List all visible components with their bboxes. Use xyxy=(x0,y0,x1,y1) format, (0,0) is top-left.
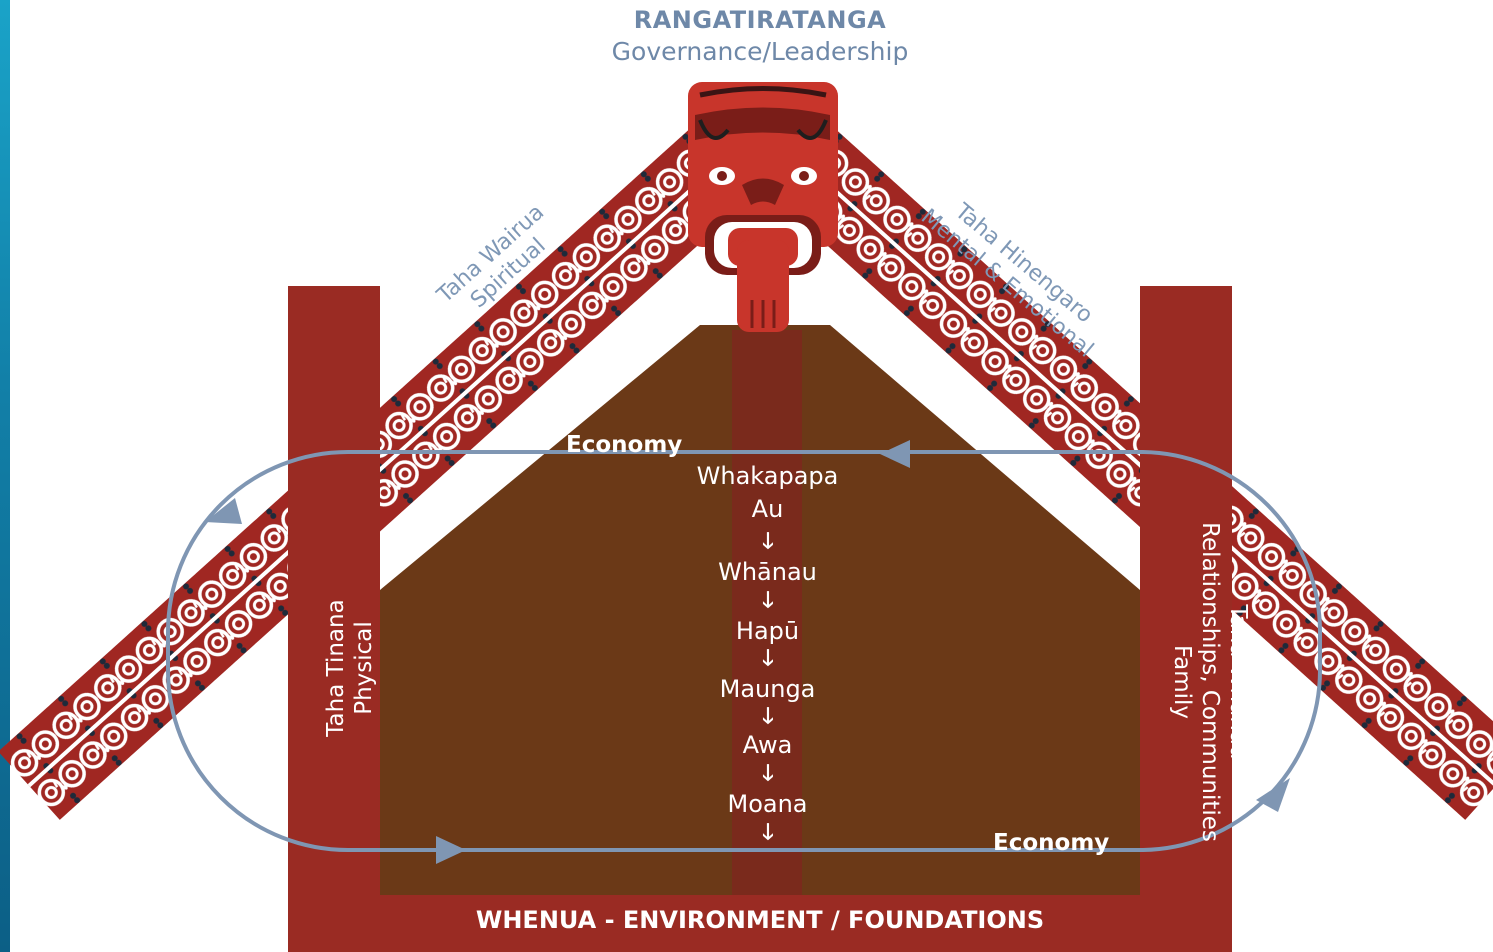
diagram-subtitle: Governance/Leadership xyxy=(611,37,909,66)
central-pou xyxy=(732,330,802,900)
left-edge-bar xyxy=(0,0,10,952)
diagram-title: RANGATIRATANGA xyxy=(633,6,887,34)
whakapapa-heading: Whakapapa xyxy=(696,462,839,490)
loop-arrow-right xyxy=(1256,778,1290,812)
whakapapa-item-awa: Awa xyxy=(742,731,793,759)
label-taha-tinana: Taha Tinana Physical xyxy=(322,538,378,798)
whakapapa-item-au: Au xyxy=(751,495,784,523)
whakapapa-item-hapu: Hapū xyxy=(735,617,800,645)
label-taha-whanau-line3: Family xyxy=(1169,644,1195,719)
koruru-figure xyxy=(688,82,838,332)
label-taha-tinana-line1: Taha Tinana xyxy=(323,599,349,737)
down-arrow-icon: 🡓 xyxy=(762,704,774,729)
label-taha-tinana-line2: Physical xyxy=(351,621,377,715)
whakapapa-item-maunga: Maunga xyxy=(719,675,816,703)
foundation-base xyxy=(288,895,1232,952)
economy-label-bottom: Economy xyxy=(993,830,1110,856)
loop-arrow-bottom xyxy=(436,836,466,864)
economy-label-top: Economy xyxy=(566,432,683,458)
down-arrow-icon: 🡓 xyxy=(762,646,774,671)
post-left xyxy=(288,286,380,952)
maihi-left xyxy=(0,115,766,820)
loop-arrow-top xyxy=(880,440,910,468)
down-arrow-icon: 🡓 xyxy=(762,820,774,845)
loop-arrow-left xyxy=(205,498,242,524)
post-right xyxy=(1140,286,1232,952)
label-taha-whanau: Taha Whānau Relationships, Communities F… xyxy=(1168,502,1252,862)
economy-loop xyxy=(166,440,1322,864)
foundation-label: WHENUA - ENVIRONMENT / FOUNDATIONS xyxy=(475,906,1045,934)
label-taha-whanau-line1: Taha Whānau xyxy=(1225,604,1251,760)
label-taha-whanau-line2: Relationships, Communities xyxy=(1197,522,1223,842)
whakapapa-item-moana: Moana xyxy=(727,790,808,818)
down-arrow-icon: 🡓 xyxy=(762,761,774,786)
down-arrow-icon: 🡓 xyxy=(762,529,774,554)
whakapapa-item-whanau: Whānau xyxy=(718,558,817,586)
down-arrow-icon: 🡓 xyxy=(762,588,774,613)
